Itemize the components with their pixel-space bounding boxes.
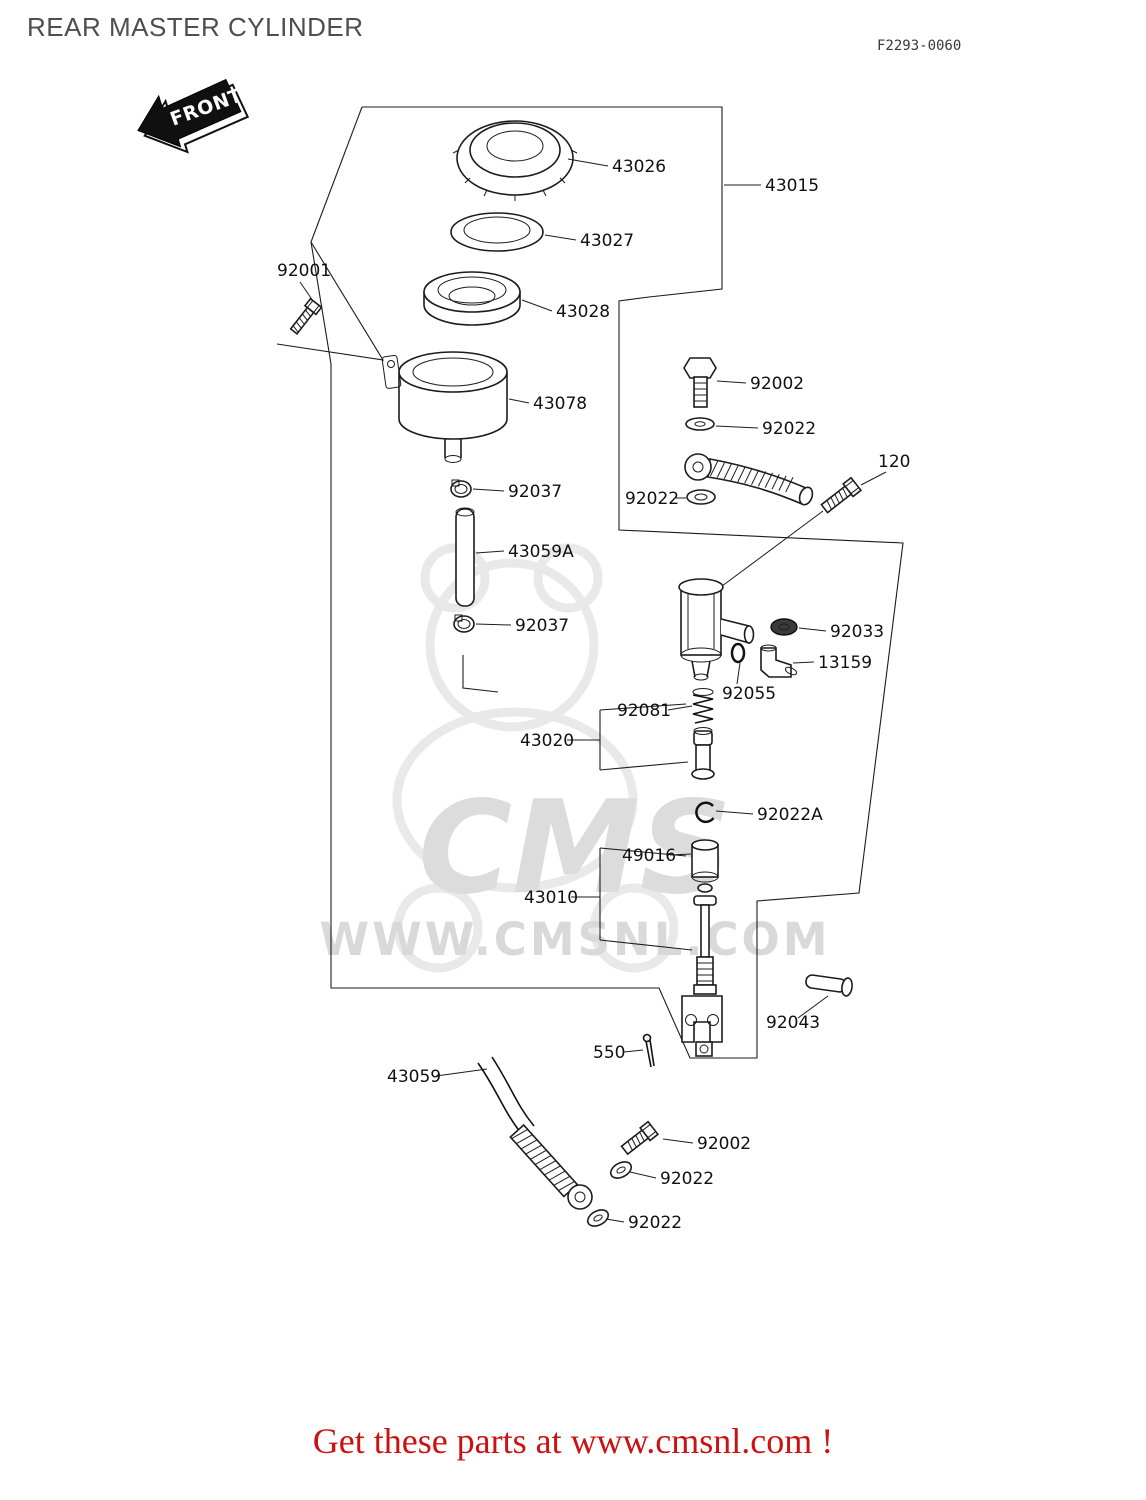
reservoir-cap-43026 (452, 120, 578, 201)
leader-line-92055 (736, 662, 741, 685)
part-label-92037[interactable]: 92037 (508, 482, 562, 502)
leader-line-92037 (475, 623, 512, 626)
circlip-92022a (695, 801, 715, 824)
leader-line-92022A (715, 810, 754, 815)
part-label-92022[interactable]: 92022 (660, 1169, 714, 1189)
pushrod-43010 (693, 883, 717, 995)
washer-92022-bottom1 (609, 1161, 633, 1179)
part-label-92043[interactable]: 92043 (766, 1013, 820, 1033)
washer-92022-mid (686, 489, 716, 505)
clamp-92037-upper (450, 479, 472, 498)
leader-line-92081 (667, 705, 693, 711)
part-label-43059[interactable]: 43059 (387, 1067, 441, 1087)
part-label-43028[interactable]: 43028 (556, 302, 610, 322)
label-layer: 43026 43015 43027 43028 92001 43078 92002 92022… (277, 157, 910, 1233)
part-label-43059A[interactable]: 43059A (508, 542, 574, 562)
clevis (681, 995, 723, 1057)
leader-line-92033 (798, 627, 827, 632)
leader-line-92043 (797, 995, 829, 1019)
part-label-49016[interactable]: 49016 (622, 846, 676, 866)
part-label-43020[interactable]: 43020 (520, 731, 574, 751)
part-label-92022[interactable]: 92022 (625, 489, 679, 509)
part-label-43015[interactable]: 43015 (765, 176, 819, 196)
leader-line-92022 (605, 1218, 625, 1223)
part-label-92033[interactable]: 92033 (830, 622, 884, 642)
hose-43059a (455, 507, 475, 607)
leader-line-92002 (662, 1138, 694, 1144)
leader-line-92002 (716, 380, 747, 384)
washer-92022-bottom2 (586, 1209, 610, 1227)
washer-92033 (770, 618, 798, 636)
leader-line-92022 (715, 425, 759, 429)
footer-cta-link[interactable]: Get these parts at www.cmsnl.com ! (312, 1421, 834, 1461)
brake-hose-43059 (477, 1056, 593, 1210)
part-label-43026[interactable]: 43026 (612, 157, 666, 177)
part-label-92037[interactable]: 92037 (515, 616, 569, 636)
part-label-120[interactable]: 120 (878, 452, 910, 472)
cap-gasket-43027 (450, 212, 544, 252)
banjo-bolt-92002-top (683, 357, 717, 408)
leader-line-13159 (792, 661, 815, 664)
washer-92022-top (685, 417, 715, 431)
front-arrow-icon (137, 78, 242, 148)
leader-line-43078 (508, 398, 530, 404)
diagram-outlines (276, 106, 904, 1059)
banjo-bolt-92002-bottom (620, 1120, 660, 1156)
watermark-logo: CMS (418, 774, 732, 923)
clamp-92037-lower (453, 614, 475, 633)
screw-92001 (289, 297, 323, 335)
leader-line-49016 (669, 853, 692, 856)
reservoir-43078 (381, 351, 508, 463)
elbow-13159 (760, 644, 798, 678)
bolt-120 (820, 476, 863, 514)
watermark-url: WWW.CMSNL.COM (319, 913, 830, 966)
leader-line-43059A (475, 550, 505, 554)
watermark-art: CMS WWW.CMSNL.COM (319, 543, 830, 973)
leader-line-92022 (629, 1171, 657, 1179)
part-label-43027[interactable]: 43027 (580, 231, 634, 251)
part-label-92001[interactable]: 92001 (277, 261, 331, 281)
piston-43020 (691, 727, 715, 780)
leader-line-43027 (544, 234, 577, 241)
part-label-43078[interactable]: 43078 (533, 394, 587, 414)
part-label-92022[interactable]: 92022 (762, 419, 816, 439)
leader-line-550 (623, 1049, 644, 1053)
part-label-13159[interactable]: 13159 (818, 653, 872, 673)
pin-92043 (805, 974, 853, 997)
leader-line-43059 (435, 1068, 488, 1077)
master-cylinder-body (678, 578, 755, 681)
part-label-92022A[interactable]: 92022A (757, 805, 823, 825)
spring-92081 (692, 688, 714, 724)
figure-code: F2293-0060 (877, 38, 962, 54)
part-label-92002[interactable]: 92002 (697, 1134, 751, 1154)
leader-line-43028 (521, 299, 553, 312)
leader-line-92001 (299, 281, 314, 302)
page-title: REAR MASTER CYLINDER (27, 12, 364, 42)
leader-line-43026 (567, 158, 609, 167)
cotter-pin-550 (642, 1033, 655, 1068)
diaphragm-cup-43028 (423, 271, 521, 326)
part-label-92002[interactable]: 92002 (750, 374, 804, 394)
part-label-92022[interactable]: 92022 (628, 1213, 682, 1233)
part-label-43010[interactable]: 43010 (524, 888, 578, 908)
part-label-92081[interactable]: 92081 (617, 701, 671, 721)
banjo-eye-hose (684, 453, 814, 506)
oring-92055 (730, 642, 746, 664)
leader-line-120 (860, 471, 887, 486)
part-label-550[interactable]: 550 (593, 1043, 625, 1063)
boot-49016 (691, 839, 719, 883)
part-label-92055[interactable]: 92055 (722, 684, 776, 704)
leader-line-92037 (472, 488, 505, 492)
front-direction: FRONT (137, 78, 250, 154)
